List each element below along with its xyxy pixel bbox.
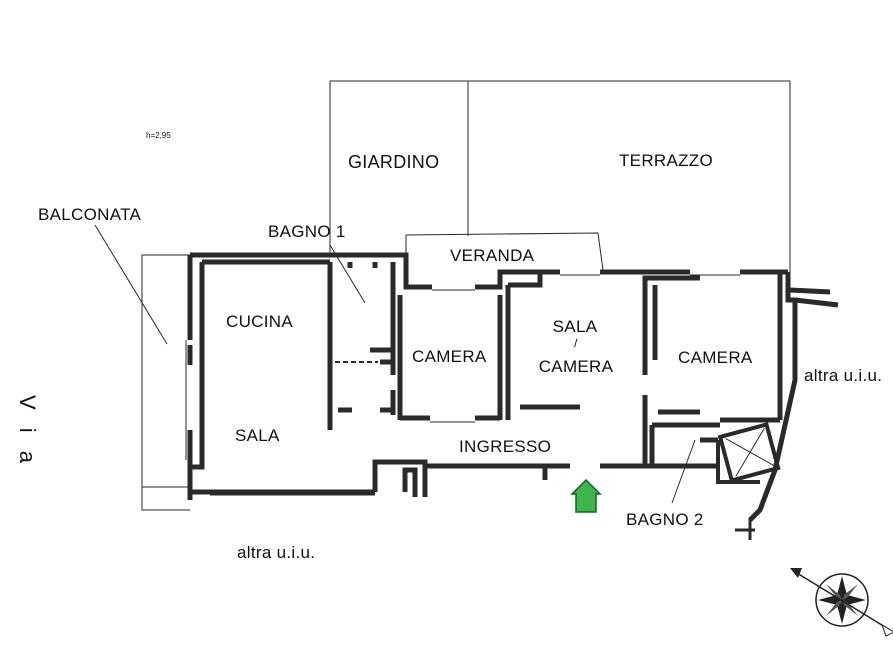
room-label-terrazzo: TERRAZZO [619,151,714,170]
compass-rose-icon [790,568,893,637]
veranda-outline [405,232,604,271]
room-label-bagno1: BAGNO 1 [268,222,346,241]
wall-top-mid [475,269,560,290]
neighbor-label-bottom: altra u.i.u. [237,543,316,562]
street-label-via: V i a [15,395,40,470]
balconata-outline [141,254,190,511]
room-label-cucina: CUCINA [226,312,293,331]
entrance-arrow-icon [570,478,602,513]
giardino-outline [329,80,791,272]
room-label-bagno2: BAGNO 2 [626,510,704,529]
room-label-sala: SALA [235,426,280,445]
elevator-shaft [716,422,781,540]
room-label-sala-camera-bottom: CAMERA [538,357,614,376]
room-label-sala-camera-slash: / [574,336,578,350]
room-label-veranda: VERANDA [450,246,535,265]
wall-cucina [190,262,205,470]
room-label-camera-1: CAMERA [412,347,487,366]
room-label-balconata: BALCONATA [38,205,142,224]
room-label-giardino: GIARDINO [348,152,440,172]
room-label-sala-camera-top: SALA [552,317,598,336]
balconata-pointer [94,224,168,345]
wall-top-left [190,252,432,290]
room-label-ingresso: INGRESSO [459,437,552,456]
bagno2-pointer [671,439,696,504]
neighbor-label-right: altra u.i.u. [804,366,883,385]
height-note: h=2,95 [146,131,171,140]
room-label-camera-2: CAMERA [678,348,753,367]
